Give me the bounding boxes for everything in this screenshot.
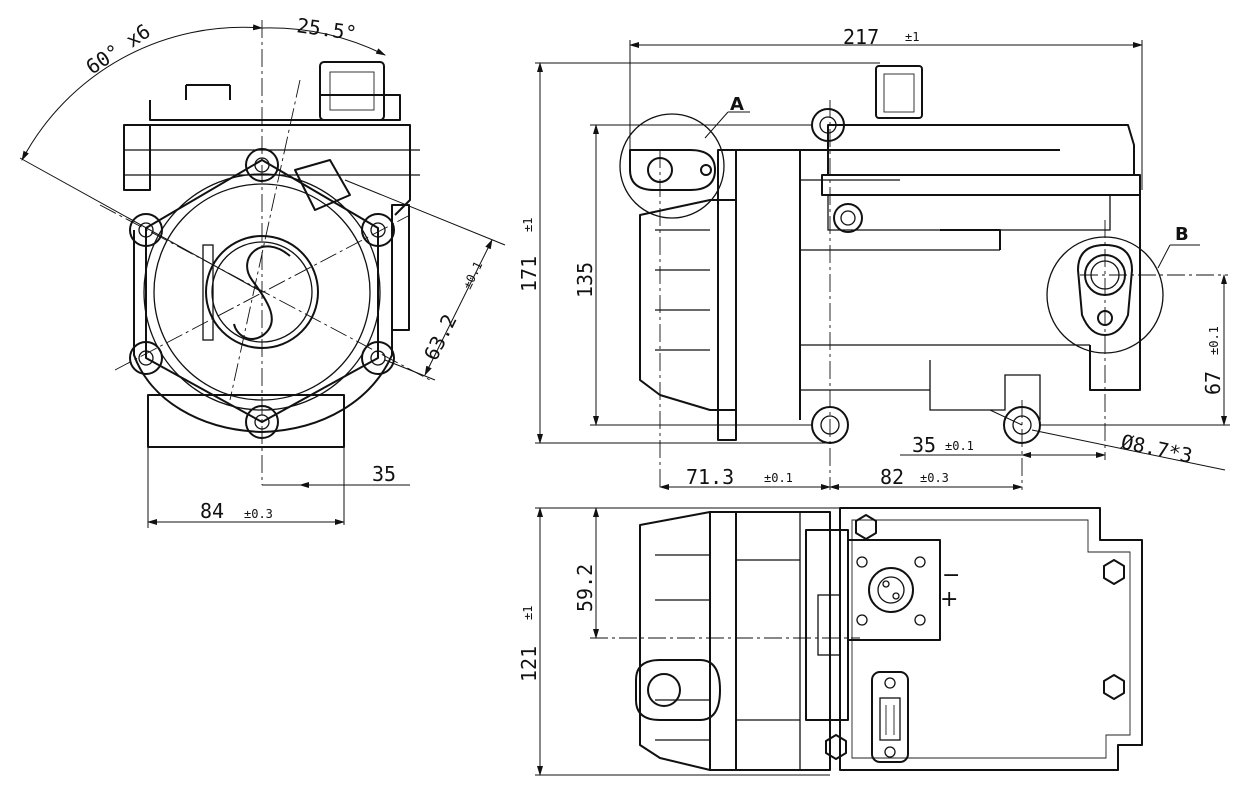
height-label: 171 [517, 256, 541, 292]
pcd-tol-label: ±0.1 [460, 259, 485, 291]
hole-dia-label: Ø8.7*3 [1119, 429, 1195, 467]
spacing-35-label: 35 [912, 433, 936, 457]
spacing-82-label: 82 [880, 465, 904, 489]
mount-height-label: 135 [573, 262, 597, 298]
spacing-71-tol: ±0.1 [764, 471, 793, 485]
length-tol: ±1 [905, 30, 919, 44]
top-width-tol: ±1 [521, 606, 535, 620]
mount-b-label: 67 [1201, 371, 1225, 395]
top-width-label: 121 [517, 646, 541, 682]
spacing-35-tol: ±0.1 [945, 439, 974, 453]
side-view: 217 ±1 171 ±1 135 67 ±0.1 35 ±0.1 71.3 ±… [517, 25, 1230, 490]
front-width-tol: ±0.3 [244, 507, 273, 521]
top-offset-label: 59.2 [573, 564, 597, 612]
height-tol: ±1 [521, 218, 535, 232]
front-width-label: 84 [200, 499, 224, 523]
angle-25-label: 25.5° [295, 13, 358, 45]
detail-a-label: A [730, 94, 744, 115]
detail-b-label: B [1175, 224, 1189, 245]
pcd-label: 63.2 [419, 310, 462, 364]
terminal-plus: + [940, 587, 958, 612]
mount-b-tol: ±0.1 [1207, 326, 1221, 355]
front-view: 60° x6 25.5° 63.2 ±0.1 35 84 ±0.3 [19, 13, 506, 528]
terminal-minus: − [942, 563, 960, 588]
top-view: − + 121 ±1 59.2 [517, 507, 1143, 776]
front-offset-label: 35 [372, 462, 396, 486]
length-label: 217 [843, 25, 879, 49]
spacing-71-label: 71.3 [686, 465, 734, 489]
angle-60-label: 60° x6 [81, 19, 154, 79]
spacing-82-tol: ±0.3 [920, 471, 949, 485]
